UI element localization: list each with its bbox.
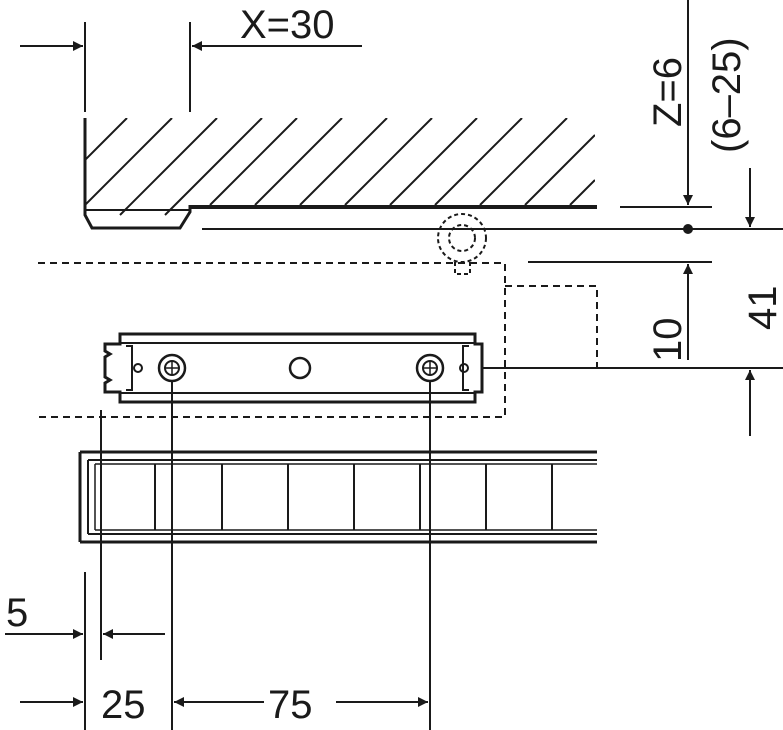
hidden-fixing-screw <box>437 213 487 275</box>
drawer-front-outline <box>38 262 598 418</box>
section-hatching <box>85 118 595 216</box>
dim-10-label: 10 <box>646 318 690 363</box>
extension-lines <box>84 22 431 730</box>
reference-dot <box>683 224 693 234</box>
dim-25-label: 25 <box>101 683 146 727</box>
screw-left <box>157 353 187 383</box>
dim-z-arrows <box>683 0 755 227</box>
dim-5-label: 5 <box>6 591 28 635</box>
screw-right <box>415 353 445 383</box>
dim-z-label: Z=6 <box>646 57 690 127</box>
dim-z-range-label: (6–25) <box>705 37 749 153</box>
cabinet-panel-section <box>83 118 597 230</box>
rail-profile <box>78 450 597 544</box>
dim-x-label: X=30 <box>240 3 335 47</box>
dim-41-label: 41 <box>741 286 783 331</box>
mounting-bracket <box>103 332 484 404</box>
dim-75-label: 75 <box>268 683 313 727</box>
